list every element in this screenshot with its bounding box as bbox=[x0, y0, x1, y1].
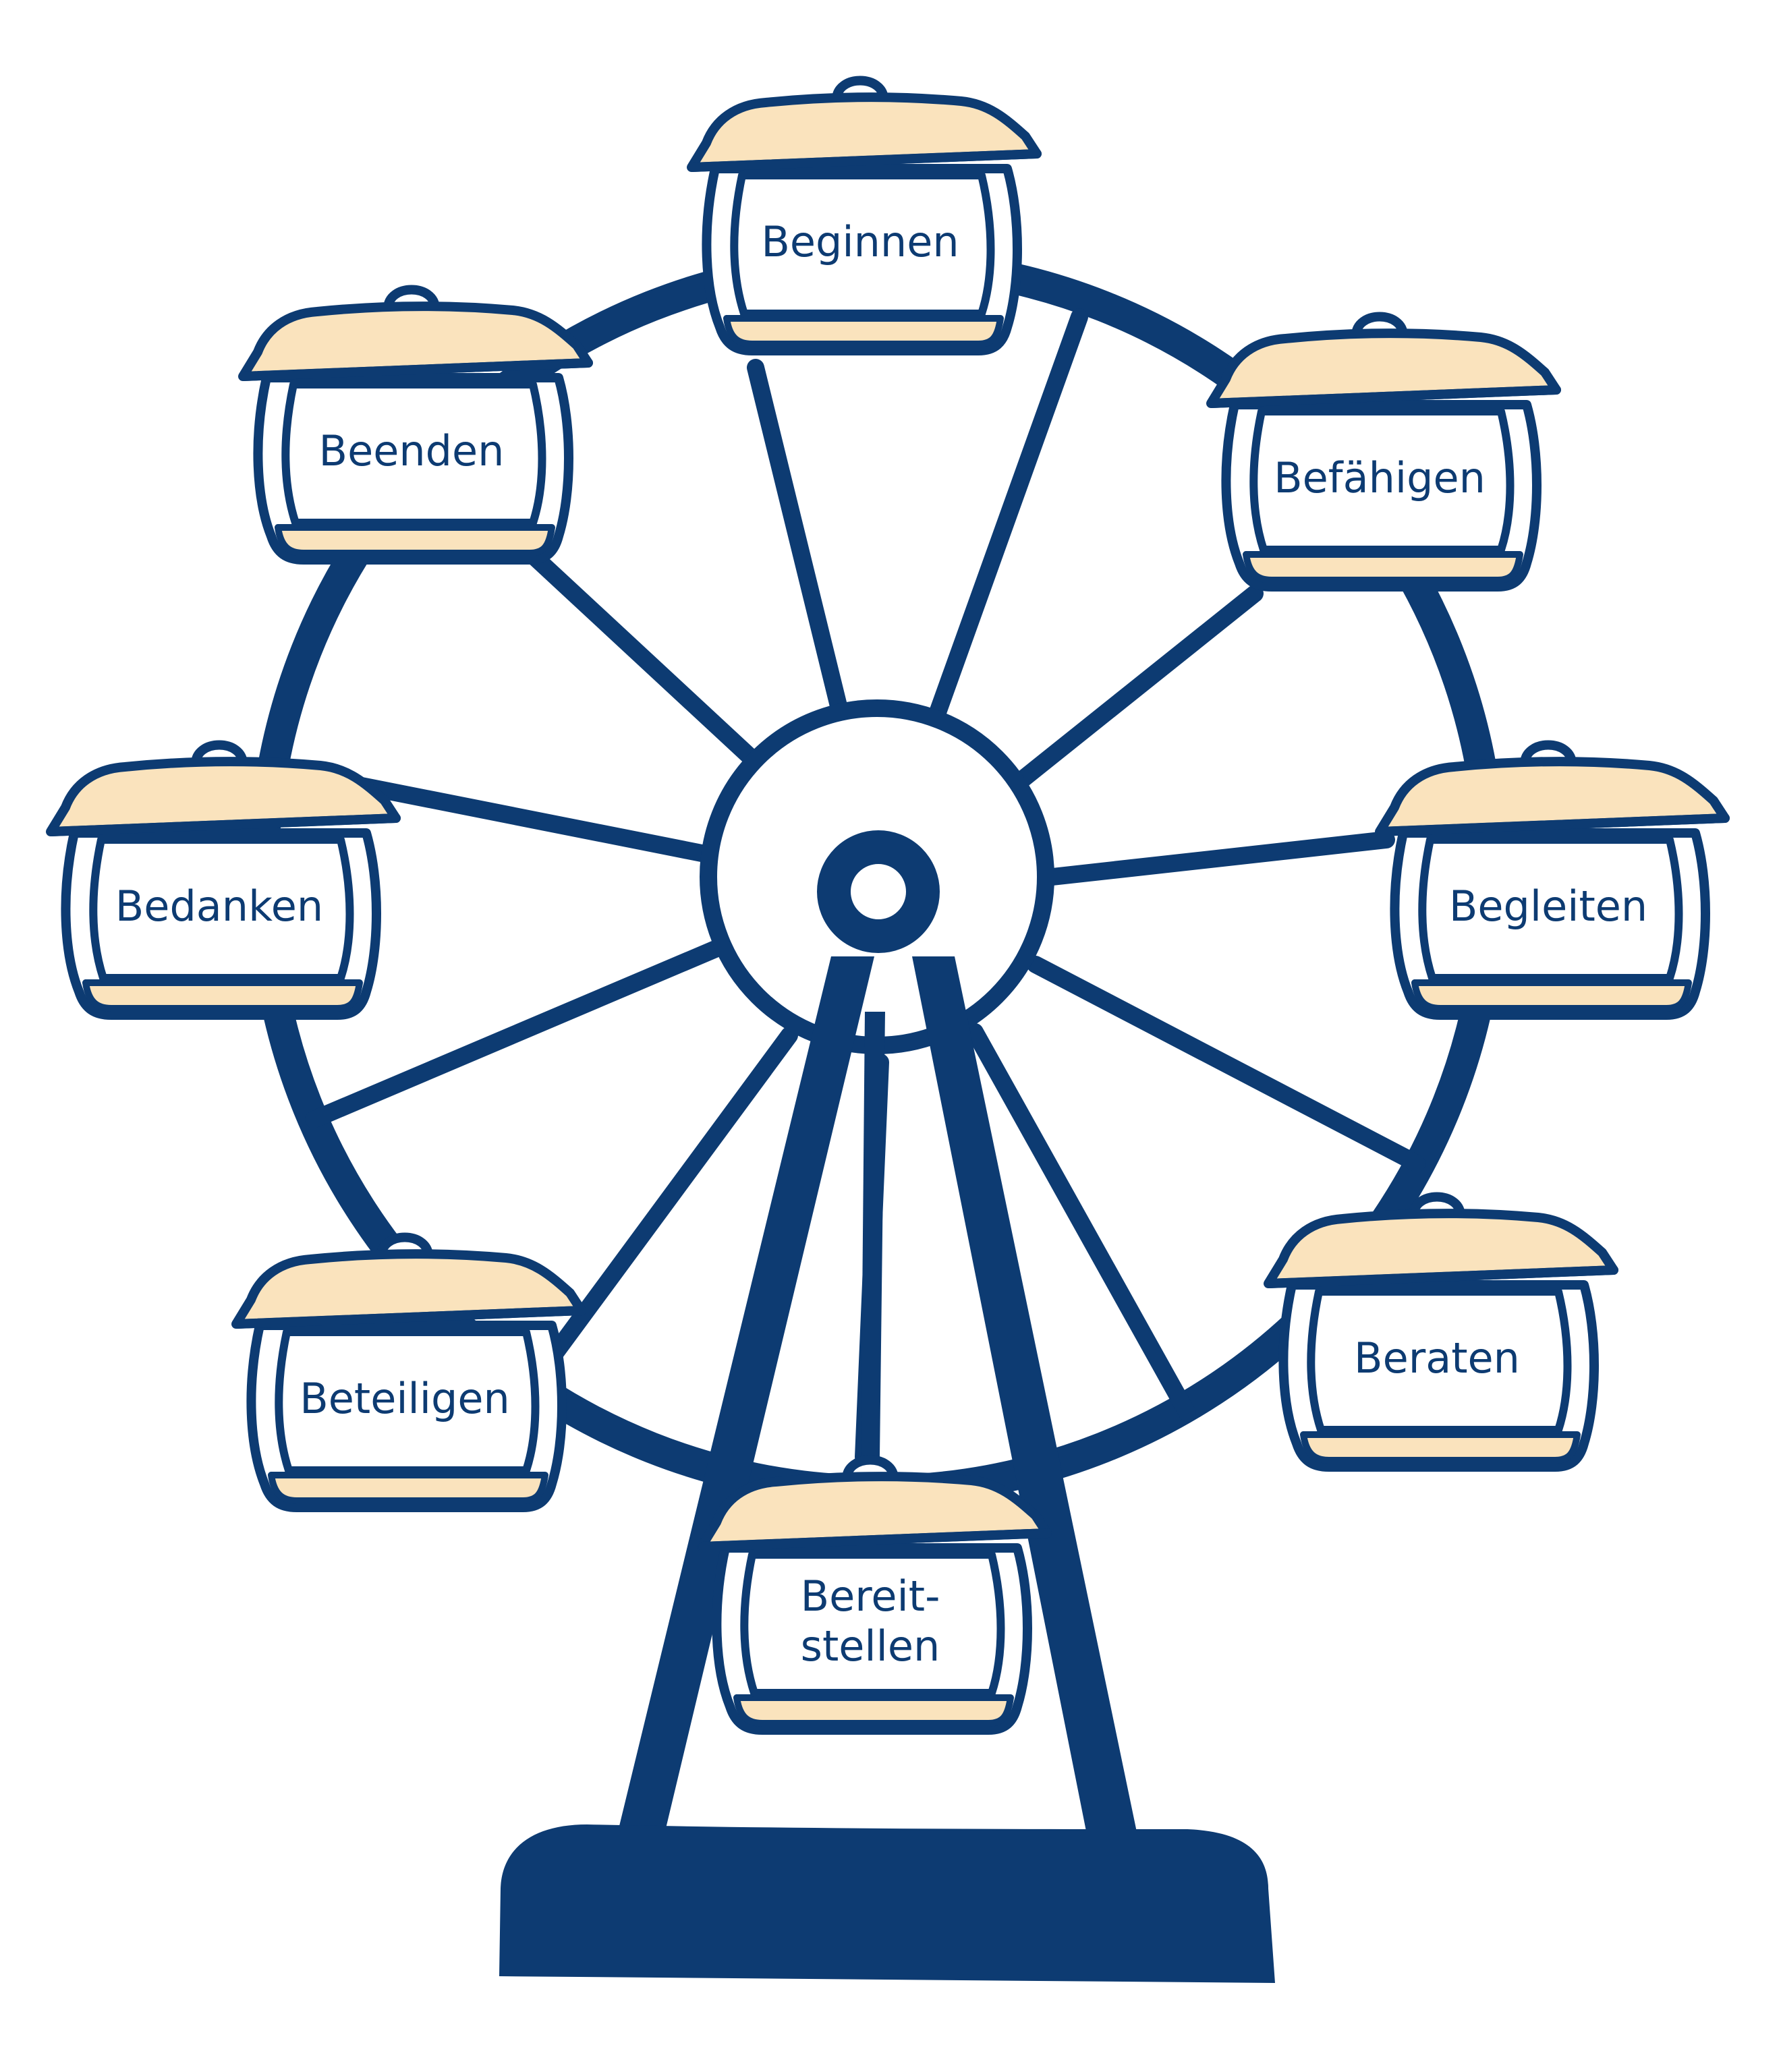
gondola-window bbox=[1418, 836, 1683, 982]
gondola-roof-edge bbox=[1376, 813, 1730, 836]
gondola-label: Beraten bbox=[1354, 1333, 1520, 1383]
spoke bbox=[747, 359, 852, 734]
gondola-label: stellen bbox=[801, 1621, 940, 1671]
gondola-floor bbox=[723, 315, 1004, 347]
hub-inner bbox=[817, 830, 940, 953]
gondola-window bbox=[740, 1551, 1005, 1697]
gondola-label: Beginnen bbox=[761, 217, 959, 266]
spoke bbox=[1010, 585, 1264, 791]
gondola-label: Beenden bbox=[319, 426, 505, 476]
gondola-roof bbox=[231, 1249, 586, 1329]
gondola-label: Bedanken bbox=[115, 882, 323, 931]
spoke bbox=[966, 1023, 1196, 1422]
support-frame bbox=[614, 956, 1140, 1848]
gondola-window bbox=[1307, 1288, 1572, 1434]
gondola-begleiten: Begleiten bbox=[1375, 740, 1730, 1020]
gondola-label: Begleiten bbox=[1449, 882, 1647, 931]
gondola-window bbox=[89, 836, 354, 982]
gondola-roof-edge bbox=[698, 1528, 1052, 1551]
gondola-floor bbox=[1243, 551, 1523, 583]
gondola-beenden: Beenden bbox=[238, 285, 593, 565]
support-leg-left bbox=[614, 956, 874, 1848]
spoke bbox=[1027, 956, 1425, 1172]
spoke bbox=[1044, 831, 1395, 886]
gondola-window bbox=[275, 1328, 540, 1474]
gondola-floor bbox=[82, 979, 363, 1012]
gondola-roof-edge bbox=[239, 358, 593, 381]
gondola-roof bbox=[687, 92, 1042, 172]
gondola-label: Beteiligen bbox=[300, 1374, 510, 1423]
gondola-window bbox=[730, 171, 995, 318]
gondola-roof-edge bbox=[1208, 385, 1561, 408]
gondola-roof bbox=[1206, 328, 1561, 408]
spoke bbox=[544, 1027, 798, 1364]
gondola-label: Befähigen bbox=[1274, 453, 1486, 502]
gondola-floor bbox=[268, 1472, 548, 1504]
gondola-roof-edge bbox=[233, 1306, 586, 1329]
gondola-befaehigen: Befähigen bbox=[1206, 312, 1561, 592]
spoke bbox=[305, 939, 727, 1128]
gondola-roof bbox=[1264, 1209, 1618, 1288]
gondola-roof bbox=[1375, 757, 1730, 836]
gondola-beginnen: Beginnen bbox=[687, 76, 1042, 355]
gondola-beteiligen: Beteiligen bbox=[231, 1232, 586, 1512]
gondola-roof-edge bbox=[1265, 1265, 1618, 1288]
gondola-floor bbox=[1411, 979, 1692, 1012]
support-leg-right bbox=[912, 956, 1140, 1848]
wheel-base bbox=[499, 1824, 1275, 1983]
spoke bbox=[926, 308, 1088, 730]
gondola-window bbox=[1249, 407, 1515, 554]
gondola-floor bbox=[275, 524, 555, 556]
support-center-strut bbox=[861, 1012, 885, 1457]
gondola-window bbox=[281, 380, 546, 527]
gondola-bereitstellen: Bereit-stellen bbox=[697, 1455, 1052, 1735]
gondola-roof-edge bbox=[688, 149, 1042, 172]
gondola-roof-edge bbox=[47, 813, 401, 836]
spoke bbox=[511, 534, 761, 768]
gondola-label: Bereit- bbox=[801, 1572, 940, 1621]
gondola-bedanken: Bedanken bbox=[46, 740, 401, 1020]
gondola-roof bbox=[46, 757, 401, 836]
gondola-roof bbox=[238, 301, 593, 381]
gondola-floor bbox=[733, 1694, 1014, 1727]
gondola-group: BeginnenBefähigenBegleitenBeratenBereit-… bbox=[46, 76, 1730, 1735]
gondola-floor bbox=[1300, 1431, 1581, 1464]
gondola-beraten: Beraten bbox=[1264, 1192, 1618, 1472]
gondola-roof bbox=[697, 1472, 1052, 1551]
